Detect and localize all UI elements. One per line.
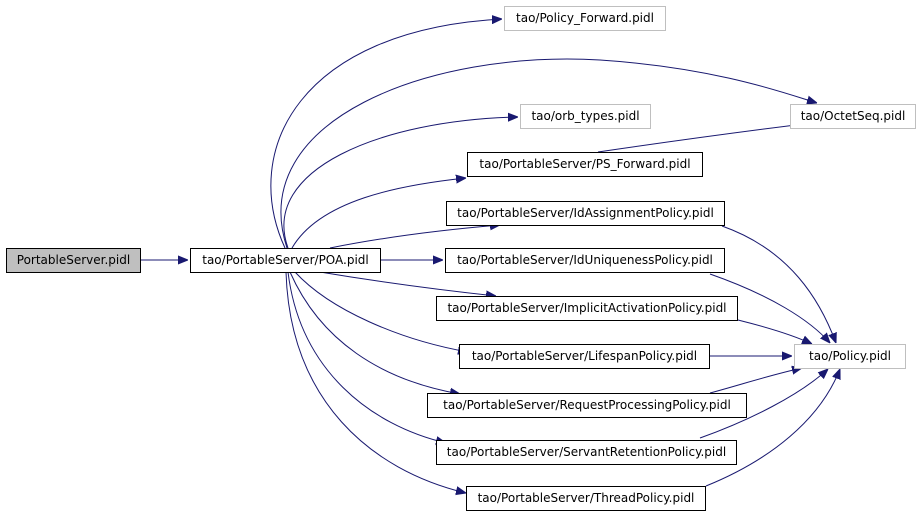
edge-poa-to-threadpolicy xyxy=(285,271,466,493)
node-policy-forward-pidl[interactable]: tao/Policy_Forward.pidl xyxy=(504,6,666,31)
edge-poa-to-servantretention xyxy=(287,271,446,443)
edge-poa-to-orb-types xyxy=(283,117,518,249)
edge-poa-to-idassignment xyxy=(329,225,500,249)
edge-threadpolicy-to-policy xyxy=(705,369,840,487)
edge-iduniqueness-to-policy xyxy=(709,273,830,343)
node-threadpolicy-pidl[interactable]: tao/PortableServer/ThreadPolicy.pidl xyxy=(466,486,706,511)
node-policy-pidl[interactable]: tao/Policy.pidl xyxy=(794,344,906,369)
node-poa-pidl[interactable]: tao/PortableServer/POA.pidl xyxy=(190,248,381,273)
node-iduniquenesspolicy-pidl[interactable]: tao/PortableServer/IdUniquenessPolicy.pi… xyxy=(445,248,725,273)
node-requestprocessingpolicy-pidl[interactable]: tao/PortableServer/RequestProcessingPoli… xyxy=(427,393,747,418)
edge-idassignment-to-policy xyxy=(721,225,836,343)
edge-requestprocessing-to-policy xyxy=(709,368,802,394)
node-octetseq-pidl[interactable]: tao/OctetSeq.pidl xyxy=(790,104,916,129)
node-orb-types-pidl[interactable]: tao/orb_types.pidl xyxy=(520,104,651,129)
edge-servantretention-to-policy xyxy=(699,369,828,439)
edge-poa-to-requestprocessing xyxy=(289,271,460,394)
node-lifespanpolicy-pidl[interactable]: tao/PortableServer/LifespanPolicy.pidl xyxy=(459,344,710,369)
node-implicitactivationpolicy-pidl[interactable]: tao/PortableServer/ImplicitActivationPol… xyxy=(436,296,738,321)
edge-poa-to-ps-forward xyxy=(291,178,466,249)
edge-poa-to-implicitactivation xyxy=(319,271,496,296)
edge-poa-to-lifespan xyxy=(294,271,468,352)
edge-poa-to-octetseq xyxy=(280,58,817,249)
node-servantretentionpolicy-pidl[interactable]: tao/PortableServer/ServantRetentionPolic… xyxy=(436,440,737,465)
node-ps-forward-pidl[interactable]: tao/PortableServer/PS_Forward.pidl xyxy=(467,152,703,177)
edge-poa-to-policy-forward xyxy=(270,19,502,249)
node-portableserver-pidl[interactable]: PortableServer.pidl xyxy=(6,248,141,273)
edge-implicitactivation-to-policy xyxy=(737,319,812,344)
node-idassignmentpolicy-pidl[interactable]: tao/PortableServer/IdAssignmentPolicy.pi… xyxy=(446,201,725,226)
